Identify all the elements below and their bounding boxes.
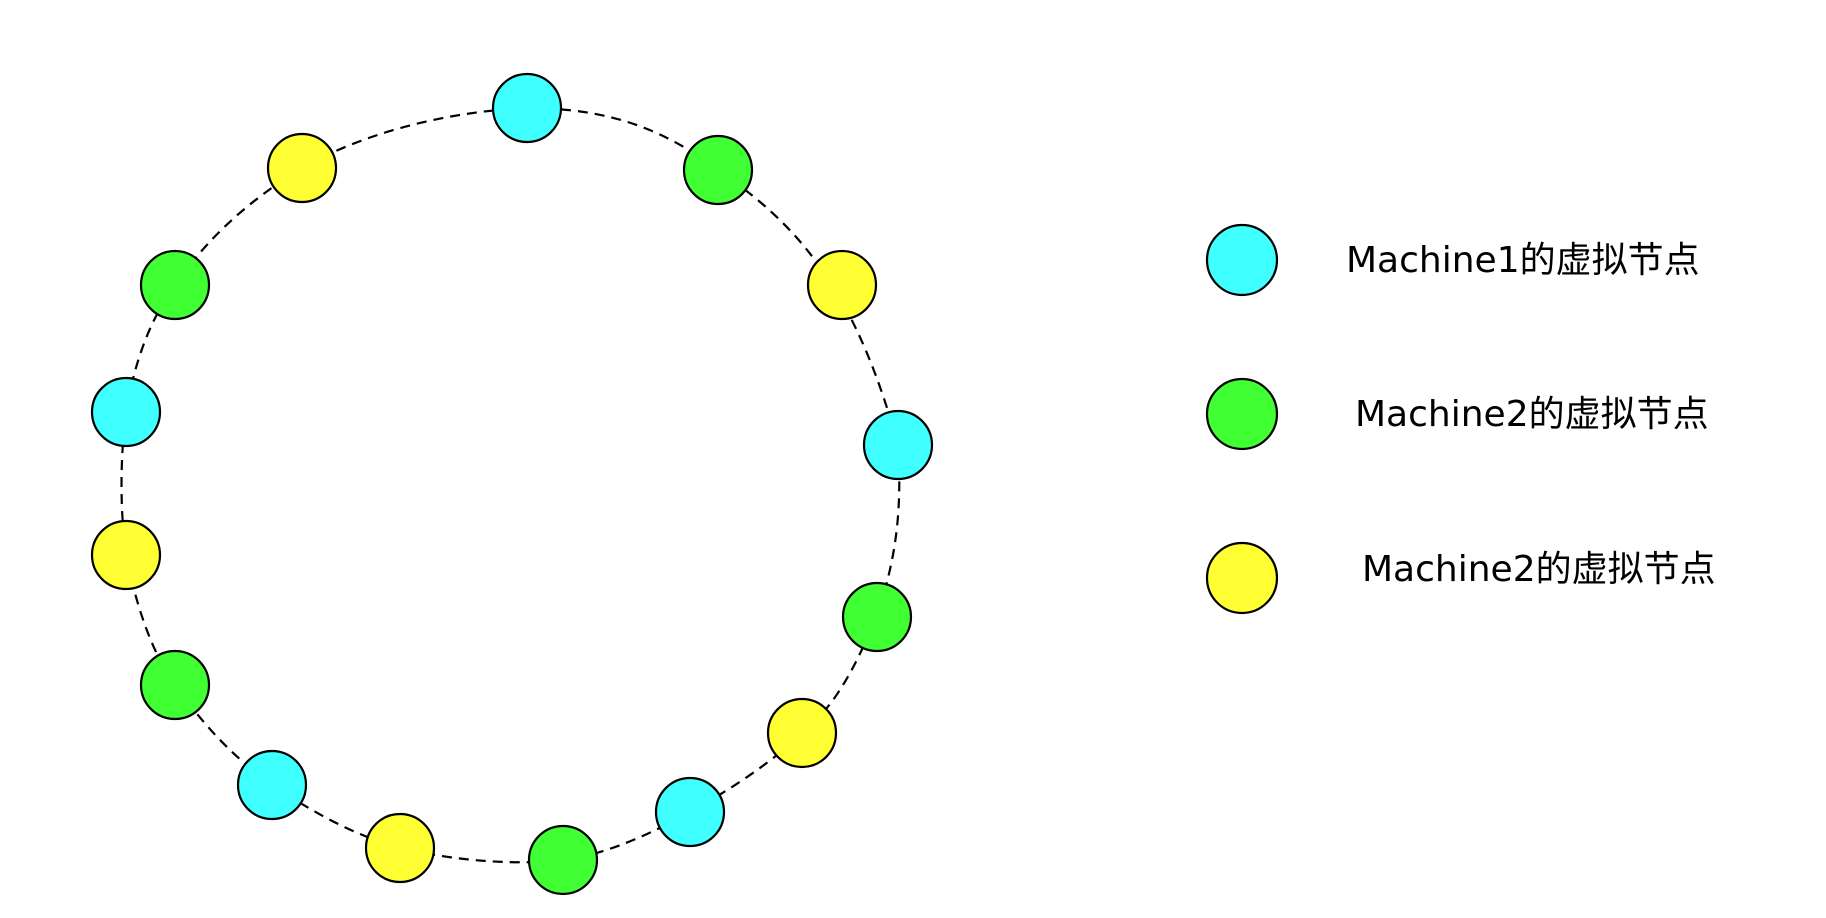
- ring-node-machine2-yellow: [90, 519, 162, 591]
- ring-node-machine1: [90, 376, 162, 448]
- ring-node-machine2-yellow: [766, 697, 838, 769]
- legend-swatch-machine2-green: [1205, 377, 1279, 451]
- ring-node-machine1: [862, 409, 934, 481]
- ring-node-machine2-green: [139, 649, 211, 721]
- ring-node-machine2-green: [139, 249, 211, 321]
- legend-label-machine2-yellow: Machine2的虚拟节点: [1362, 549, 1716, 590]
- legend-swatch-machine1: [1205, 223, 1279, 297]
- ring-node-machine2-yellow: [806, 249, 878, 321]
- ring-node-machine2-yellow: [266, 132, 338, 204]
- legend: Machine1的虚拟节点 Machine2的虚拟节点 Machine2的虚拟节…: [1205, 223, 1716, 615]
- legend-label-machine2-green: Machine2的虚拟节点: [1355, 394, 1709, 435]
- legend-label-machine1: Machine1的虚拟节点: [1346, 240, 1700, 281]
- ring-node-machine1: [654, 776, 726, 848]
- ring-node-machine1: [491, 72, 563, 144]
- ring-node-machine2-yellow: [364, 812, 436, 884]
- ring-node-machine2-green: [527, 824, 599, 896]
- legend-swatch-machine2-yellow: [1205, 541, 1279, 615]
- ring-node-machine2-green: [682, 134, 754, 206]
- ring-node-machine2-green: [841, 581, 913, 653]
- ring-node-machine1: [236, 749, 308, 821]
